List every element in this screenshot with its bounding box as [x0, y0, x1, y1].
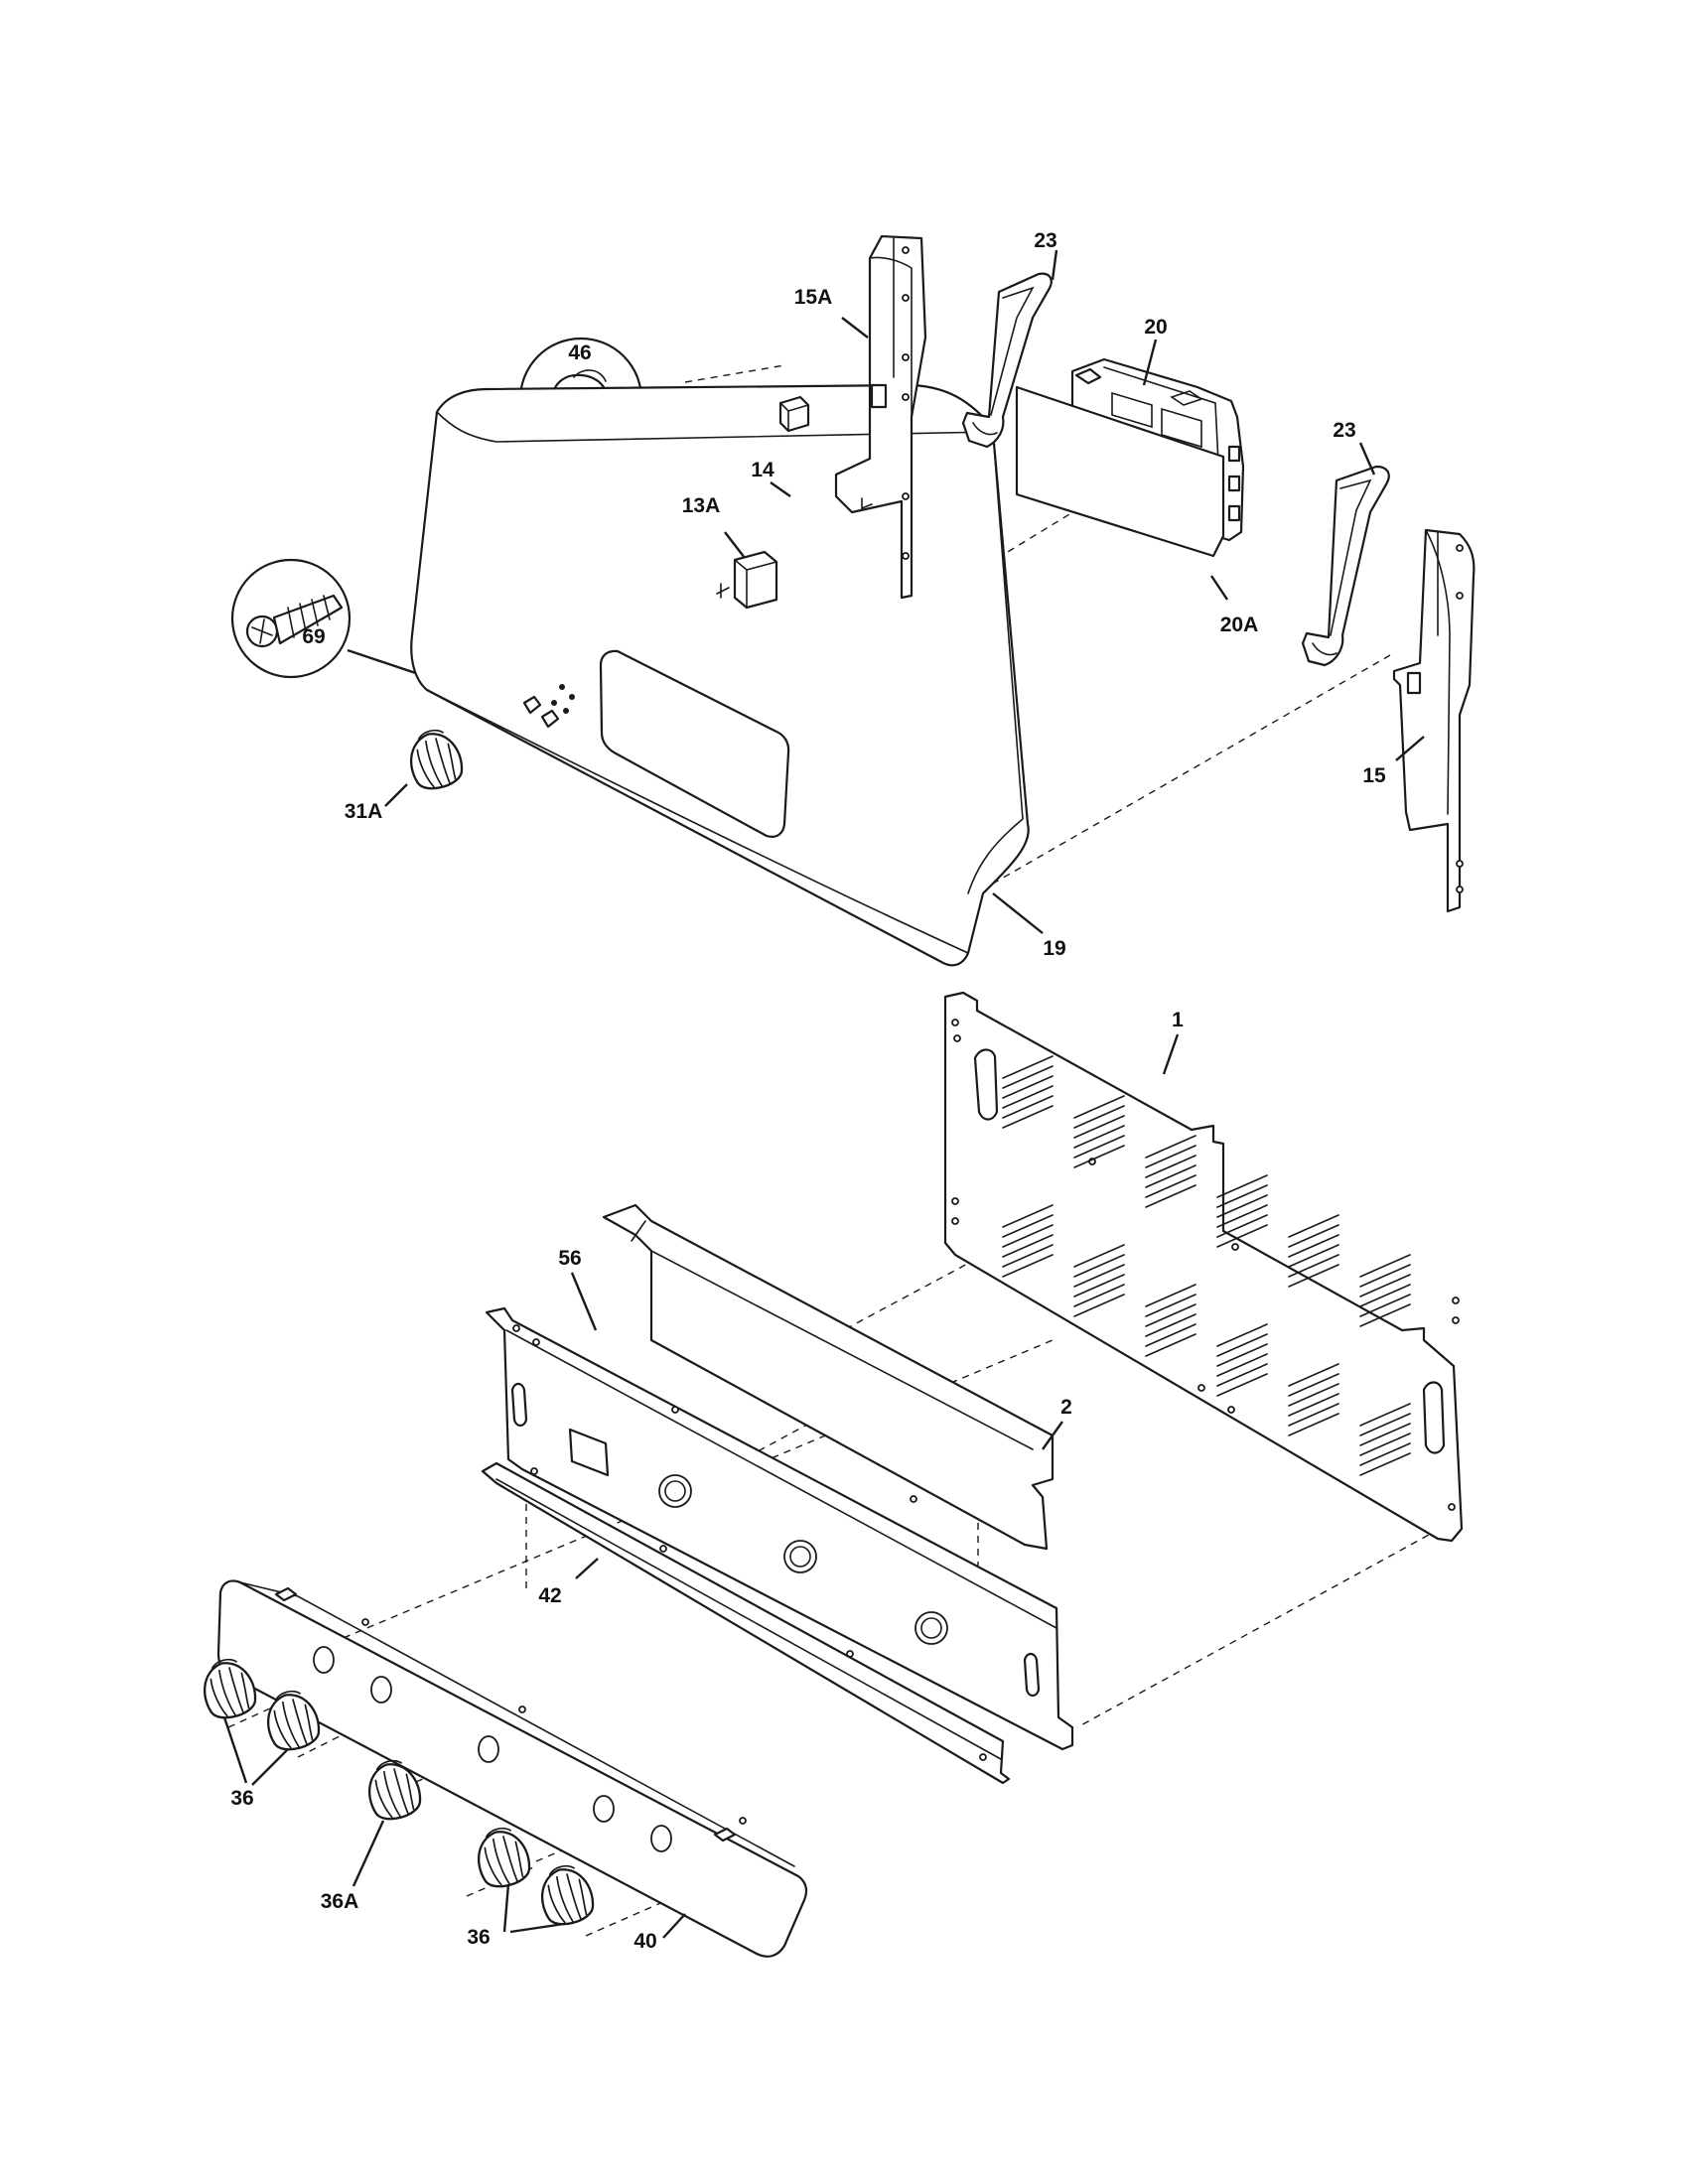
part-15A-end-bracket — [834, 234, 927, 600]
part-36-knobs-left — [196, 1653, 325, 1786]
callout-1: 1 — [1172, 1009, 1184, 1031]
callout-42: 42 — [538, 1584, 561, 1607]
part-42-trim-strip — [481, 1461, 1011, 1785]
callout-19: 19 — [1043, 937, 1065, 960]
callout-40: 40 — [633, 1930, 656, 1953]
callout-23-right: 23 — [1333, 419, 1355, 442]
part-36A-knob — [352, 1754, 426, 1887]
callout-69: 69 — [302, 625, 325, 648]
part-23-clip-right — [1301, 442, 1390, 667]
callout-20A: 20A — [1220, 614, 1259, 636]
part-20A-overlay — [1015, 385, 1228, 601]
part-69-detail — [230, 558, 517, 709]
callout-46: 46 — [568, 341, 591, 364]
part-19-control-panel — [410, 383, 1044, 967]
part-14-connector — [770, 395, 810, 497]
callout-15A: 15A — [794, 286, 833, 309]
part-13A-switch — [716, 531, 778, 610]
callout-36A: 36A — [321, 1890, 359, 1913]
callout-labels: 20 23 15A 46 23 14 13A 20A 69 15 31A 19 … — [230, 229, 1386, 1953]
part-56-manifold-panel — [485, 1272, 1074, 1751]
callout-20: 20 — [1144, 316, 1167, 339]
part-31A-knob — [384, 724, 468, 807]
callout-15: 15 — [1362, 764, 1386, 787]
callout-23-top: 23 — [1034, 229, 1056, 252]
part-36-knobs-right — [470, 1822, 599, 1934]
callout-36-right: 36 — [467, 1926, 490, 1949]
part-23-clip-top — [961, 249, 1058, 449]
callout-36-left: 36 — [230, 1787, 253, 1810]
part-1-rear-panel — [943, 991, 1464, 1543]
callout-31A: 31A — [345, 800, 383, 823]
part-2-heat-shield — [602, 1203, 1063, 1551]
part-15-end-bracket — [1392, 528, 1476, 913]
callout-56: 56 — [558, 1247, 581, 1270]
callout-13A: 13A — [682, 494, 721, 517]
callout-14: 14 — [751, 459, 774, 481]
callout-2: 2 — [1060, 1396, 1072, 1419]
part-40-knob-panel — [216, 1579, 808, 1958]
